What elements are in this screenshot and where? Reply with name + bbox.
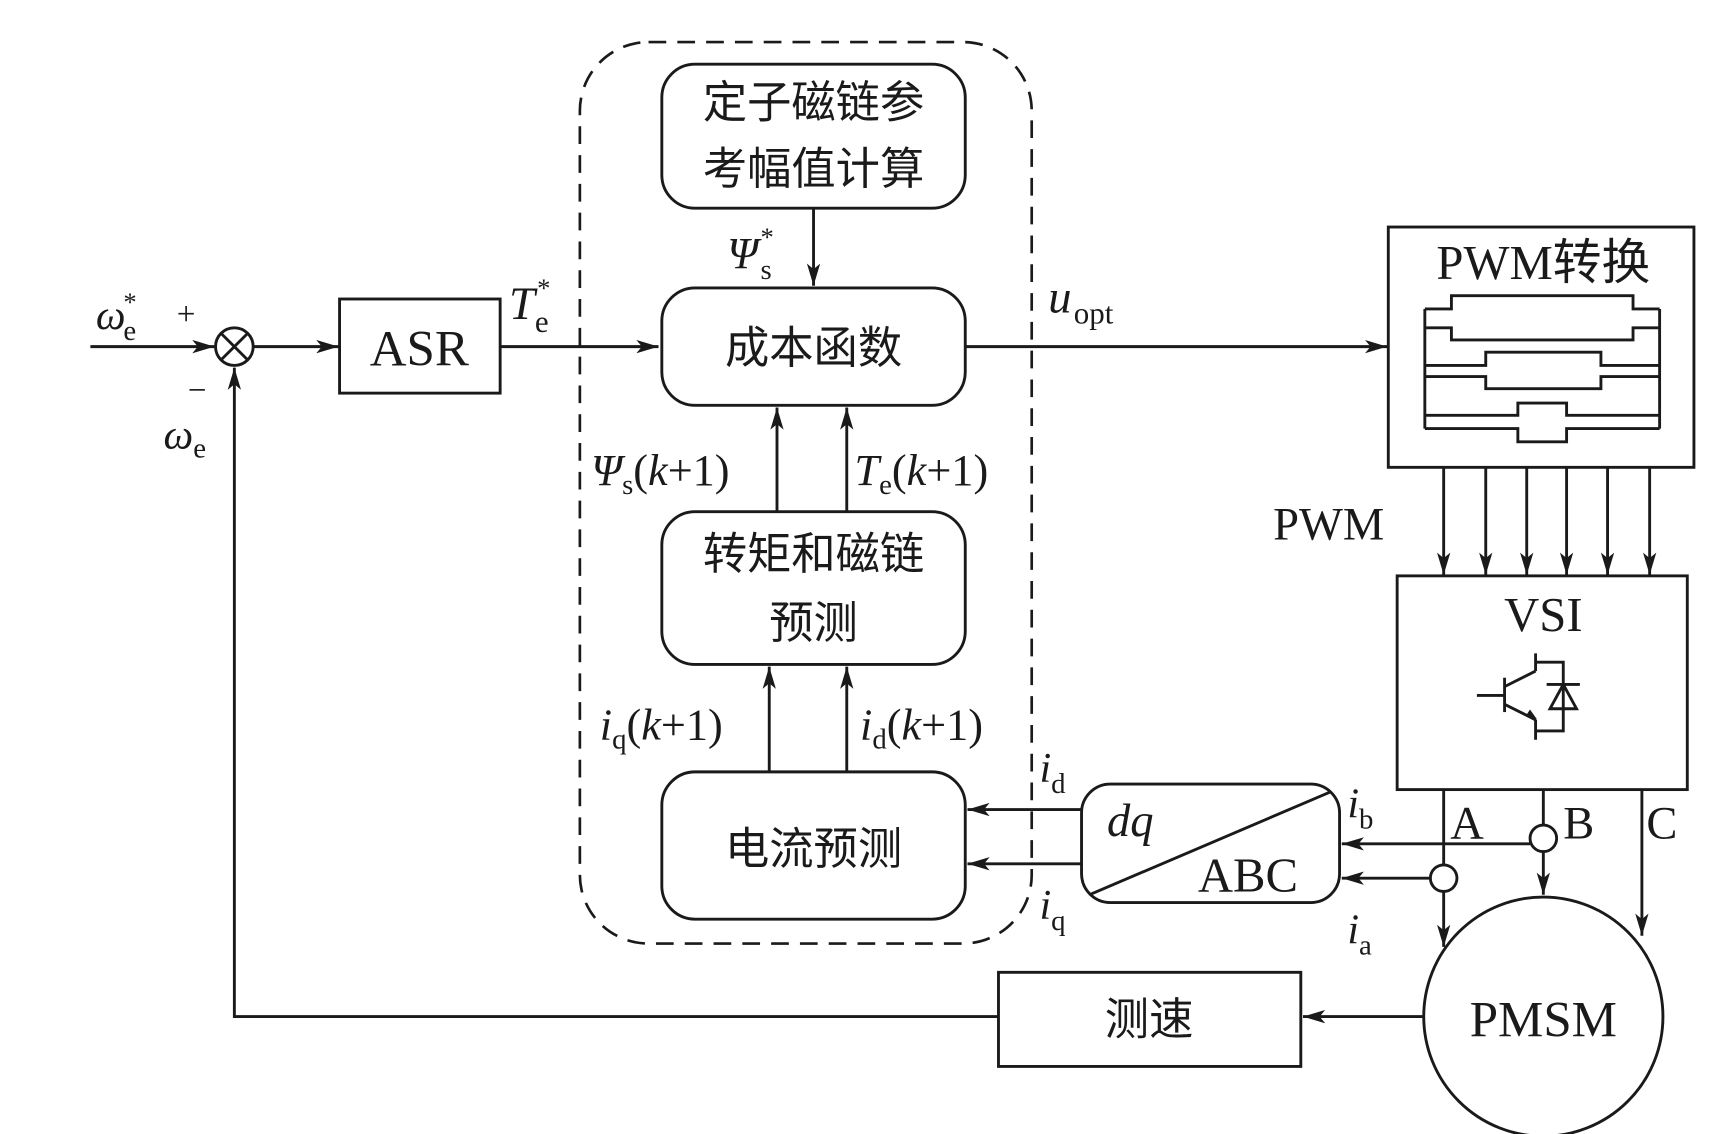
flux-ref-label: Ψ*s xyxy=(727,222,774,286)
iq-label: iq xyxy=(1039,883,1065,937)
omega-feedback-label: ωe xyxy=(163,413,205,465)
flux-pred-label: Ψs(k+1) xyxy=(591,446,730,501)
summing-junction xyxy=(214,326,255,367)
plus-sign: + xyxy=(177,295,196,332)
pwm-convert-label: PWM转换 xyxy=(1436,236,1650,290)
torque-flux-predict-block xyxy=(660,510,967,666)
id-pred-label: id(k+1) xyxy=(860,701,983,756)
speed-measure-block xyxy=(997,970,1303,1068)
phase-a-label: A xyxy=(1450,798,1484,849)
flux-ref-line2: 考幅值计算 xyxy=(703,144,924,195)
asr-label: ASR xyxy=(370,321,469,377)
phase-b-label: B xyxy=(1563,798,1594,849)
torque-pred-label: Te(k+1) xyxy=(855,446,989,501)
cost-function-label: 成本函数 xyxy=(725,323,902,374)
igbt-icon xyxy=(1476,653,1580,740)
ia-label: ia xyxy=(1347,908,1372,962)
vsi-label: VSI xyxy=(1504,588,1583,642)
current-predict-block xyxy=(660,770,967,921)
phase-c-label: C xyxy=(1646,798,1677,849)
u-opt-label: uopt xyxy=(1048,272,1113,330)
vsi-block xyxy=(1395,574,1689,792)
minus-sign: − xyxy=(188,372,207,409)
pwm-label: PWM xyxy=(1273,499,1384,550)
predict-line1: 转矩和磁链 xyxy=(703,529,924,580)
flux-ref-line1: 定子磁链参 xyxy=(703,77,924,128)
speed-measure-label: 测速 xyxy=(1105,994,1194,1045)
predict-line2: 预测 xyxy=(769,598,858,649)
ib-label: ib xyxy=(1347,781,1373,835)
omega-ref-label: ω*e xyxy=(96,287,137,347)
iq-pred-label: iq(k+1) xyxy=(600,701,723,756)
abc-label: ABC xyxy=(1198,848,1298,902)
id-label: id xyxy=(1039,746,1066,800)
dq-label: dq xyxy=(1107,796,1154,847)
current-predict-label: 电流预测 xyxy=(725,824,902,875)
mpc-dashed-region xyxy=(578,40,1034,945)
torque-ref-label: T*e xyxy=(509,273,550,339)
current-sensor-b xyxy=(1528,823,1559,854)
pwm-waveform-icon xyxy=(1423,294,1662,444)
speed-feedback-line xyxy=(227,367,999,1019)
current-sensor-a xyxy=(1428,863,1459,893)
pmsm-label: PMSM xyxy=(1470,993,1617,1049)
dq-abc-transform-block: dq ABC xyxy=(1080,782,1342,904)
pwm-signal-arrows xyxy=(1437,467,1657,575)
